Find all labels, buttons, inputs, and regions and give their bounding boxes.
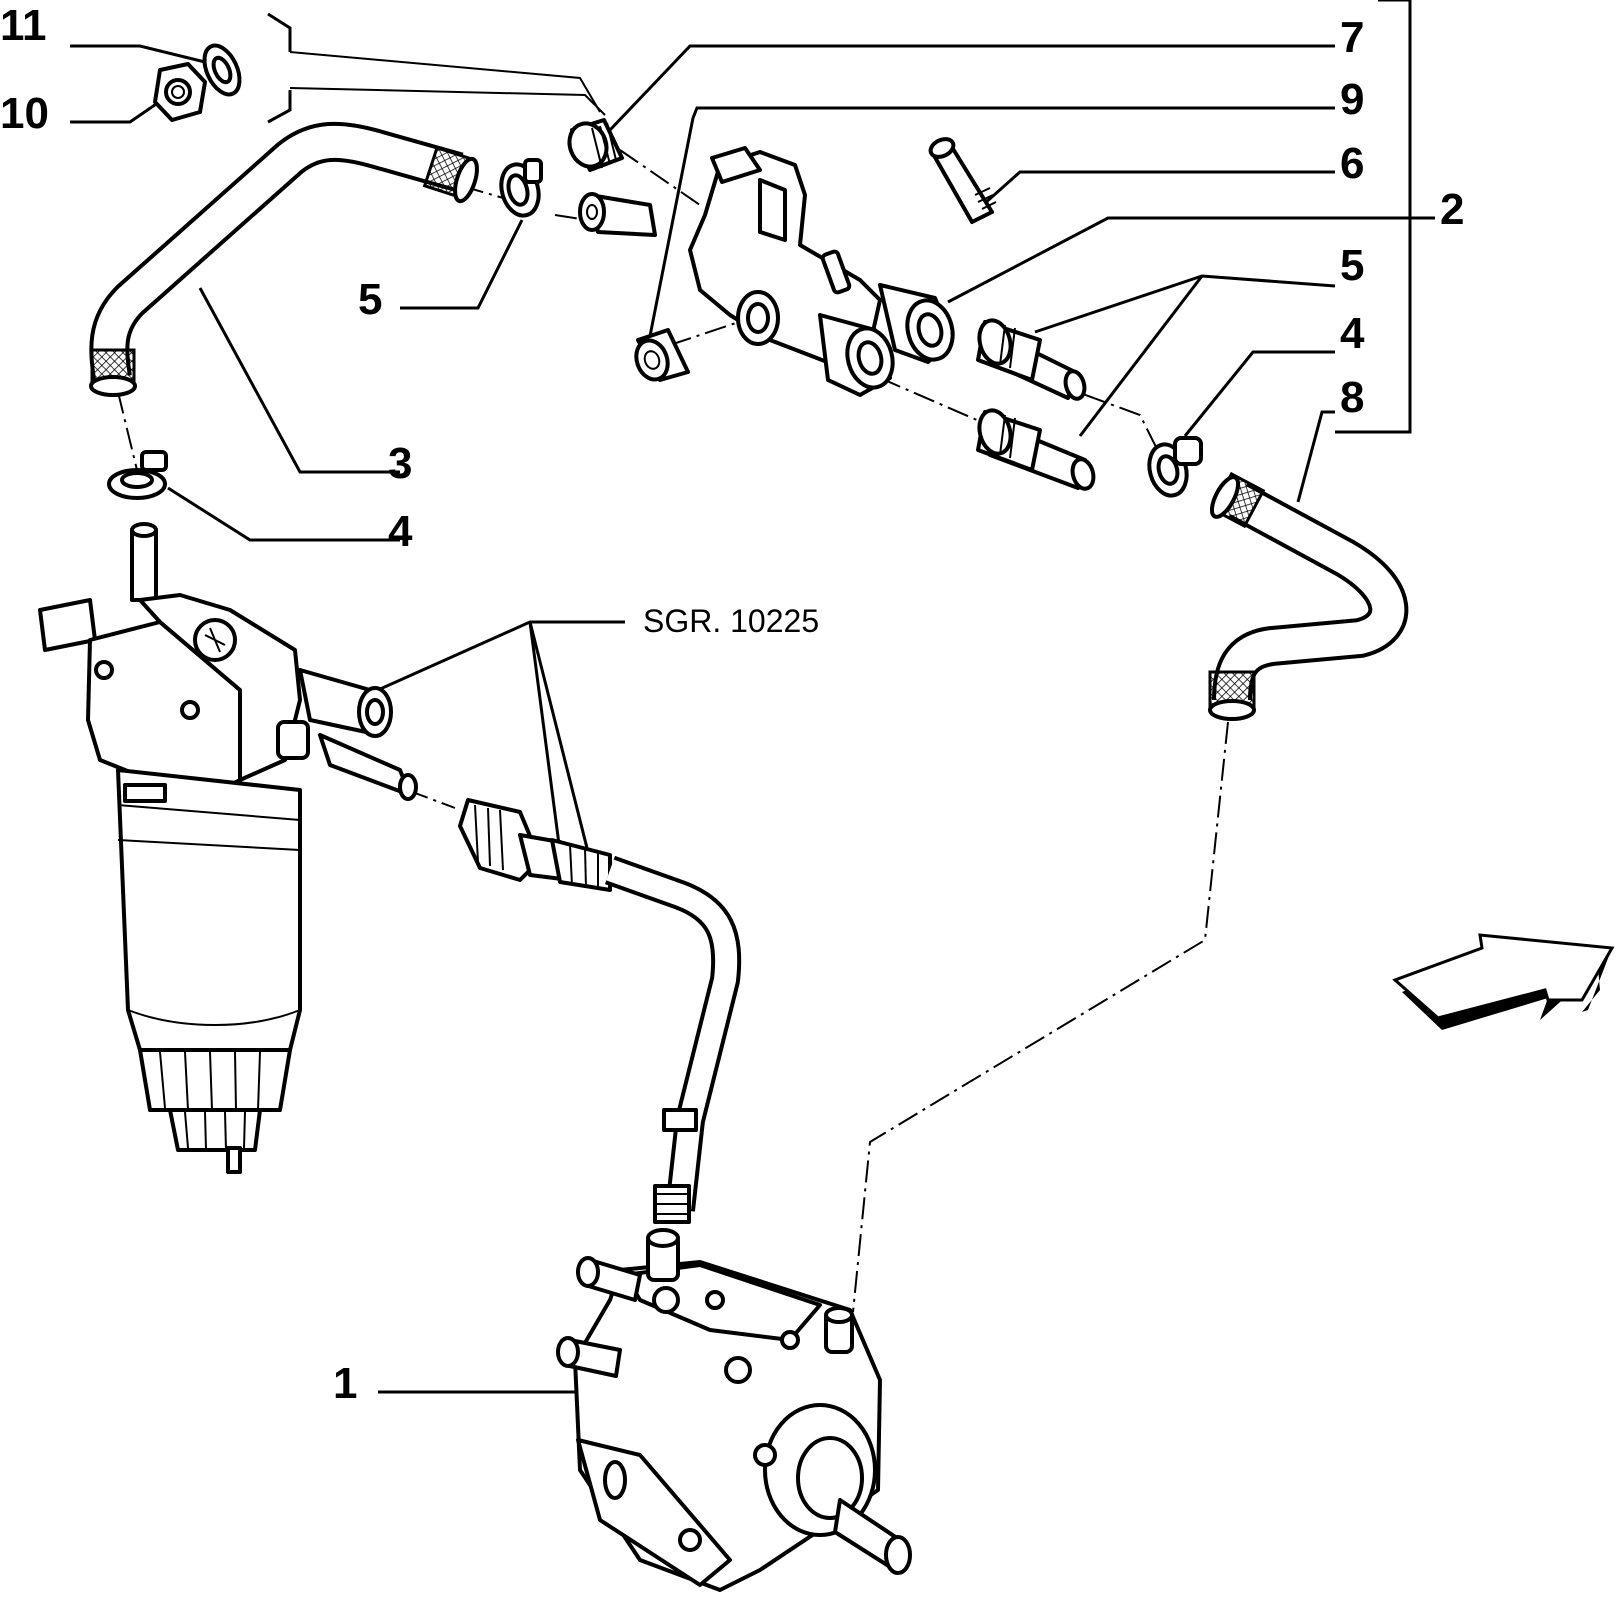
callout-1: 1 [333,1359,357,1408]
nut-10 [153,62,207,122]
fuel-filter [38,522,418,1174]
fitting-5-lower [976,408,1096,491]
washer-11 [202,43,242,97]
callout-labels: 11 10 7 9 6 2 5 5 4 8 3 4 1 SGR. 10225 [0,1,1464,1408]
hose-3 [89,121,479,397]
clip-5-left [499,158,543,218]
callout-8: 8 [1340,373,1364,422]
callout-4-left: 4 [388,507,413,556]
reference-label: SGR. 10225 [643,603,819,639]
callout-7: 7 [1340,13,1364,62]
callout-2: 2 [1440,185,1464,234]
fitting-5-upper [976,318,1087,401]
callout-10: 10 [0,89,49,138]
callout-4-right: 4 [1340,309,1365,358]
leader-lines [70,0,1435,1394]
valve-body-2 [578,146,955,397]
callout-5-right: 5 [1340,241,1364,290]
direction-arrow [1392,933,1615,1030]
hose-8 [1208,471,1409,721]
clip-4-left [107,450,168,500]
callout-6: 6 [1340,139,1364,188]
callout-3: 3 [388,439,412,488]
fuel-pipe [604,855,742,1224]
plug-9 [634,328,690,382]
bolt-6 [928,137,997,224]
clip-4-right [1147,436,1203,498]
plug-7 [567,118,624,172]
callout-9: 9 [1340,75,1364,124]
callout-11: 11 [0,1,47,50]
connector-sgr [458,798,612,892]
callout-5-left: 5 [358,275,382,324]
pump-1 [556,1228,912,1592]
